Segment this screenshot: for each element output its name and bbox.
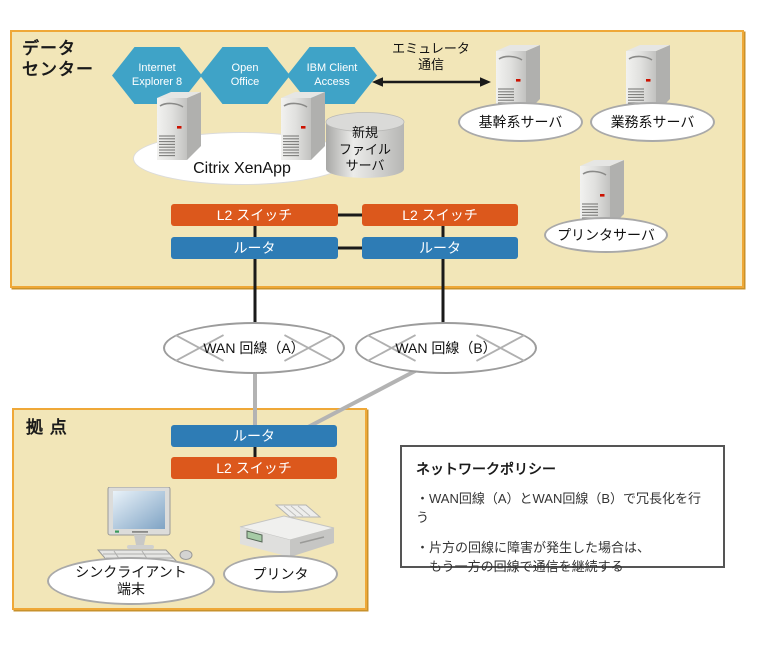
hexagon-oo-line2: Office [230,75,260,88]
policy-bullet-2: ・片方の回線に障害が発生した場合は、 もう一方の回線で通信を継続する [416,539,709,577]
file-server-label: 新規 ファイル サーバ [325,121,405,179]
hexagon-ie-line1: Internet [138,62,176,75]
thin-client-line2: 端末 [117,581,145,597]
file-server-cylinder: 新規 ファイル サーバ [325,112,405,180]
dc-l2-switch-right: L2 スイッチ [362,204,518,226]
thin-client-line1: シンクライアント [75,564,187,581]
emulator-line2: 通信 [417,57,444,73]
datacenter-label-line1: データ [22,39,76,58]
core-server-text: 基幹系サーバ [478,114,563,130]
branch-router: ルータ [171,425,337,447]
dc-l2-switch-left: L2 スイッチ [171,204,338,226]
branch-l2-switch: L2 スイッチ [171,457,337,479]
datacenter-label-line2: センター [22,60,94,80]
hexagon-ibm-line1: IBM Client [306,62,358,75]
file-server-line1: 新規 [351,124,378,140]
hexagon-open-office: Open Office [200,47,290,104]
policy-title: ネットワークポリシー [416,461,556,477]
core-server-label: 基幹系サーバ [458,102,583,142]
business-server-label: 業務系サーバ [590,102,715,142]
hexagon-ibm-client-access: IBM Client Access [287,47,377,104]
hexagon-oo-line1: Open [231,62,259,75]
policy-bullet-2-line2: もう一方の回線で通信を継続する [429,558,624,574]
datacenter-zone-label: データ センター [22,38,94,81]
network-policy-box: ネットワークポリシー ・WAN回線（A）とWAN回線（B）で冗長化を行う ・片方… [400,445,725,574]
wan-a-label: WAN 回線（A） [203,340,305,356]
policy-bullet-1: ・WAN回線（A）とWAN回線（B）で冗長化を行う [416,491,702,525]
emulator-comm-label: エミュレータ 通信 [375,41,487,74]
wan-line-a: WAN 回線（A） [163,322,345,374]
dc-router-right: ルータ [362,237,518,259]
policy-bullet-2-line1: ・片方の回線に障害が発生した場合は、 [416,539,651,555]
citrix-xenapp-label: Citrix XenApp [193,160,291,177]
wan-a-cross-icon [175,334,333,362]
wan-line-b: WAN 回線（B） [355,322,537,374]
xenapp-server1-icon [150,90,204,166]
hexagon-ie-line2: Explorer 8 [131,75,183,88]
xenapp-server2-icon [274,90,328,166]
wan-b-cross-icon [367,334,525,362]
printer-label: プリンタ [223,555,338,593]
branch-zone-label: 拠 点 [26,418,68,437]
file-server-line3: サーバ [345,158,385,174]
dc-router-left: ルータ [171,237,338,259]
thin-client-label: シンクライアント 端末 [47,557,215,605]
file-server-line2: ファイル [338,141,391,157]
cylinder-icon [325,112,405,178]
printer-server-text: プリンタサーバ [557,227,655,243]
business-server-text: 業務系サーバ [610,114,695,130]
hexagon-ibm-line2: Access [314,75,350,88]
printer-text: プリンタ [252,566,309,582]
wan-b-label: WAN 回線（B） [395,340,497,356]
printer-server-label: プリンタサーバ [544,217,668,253]
emulator-line1: エミュレータ [392,41,470,56]
